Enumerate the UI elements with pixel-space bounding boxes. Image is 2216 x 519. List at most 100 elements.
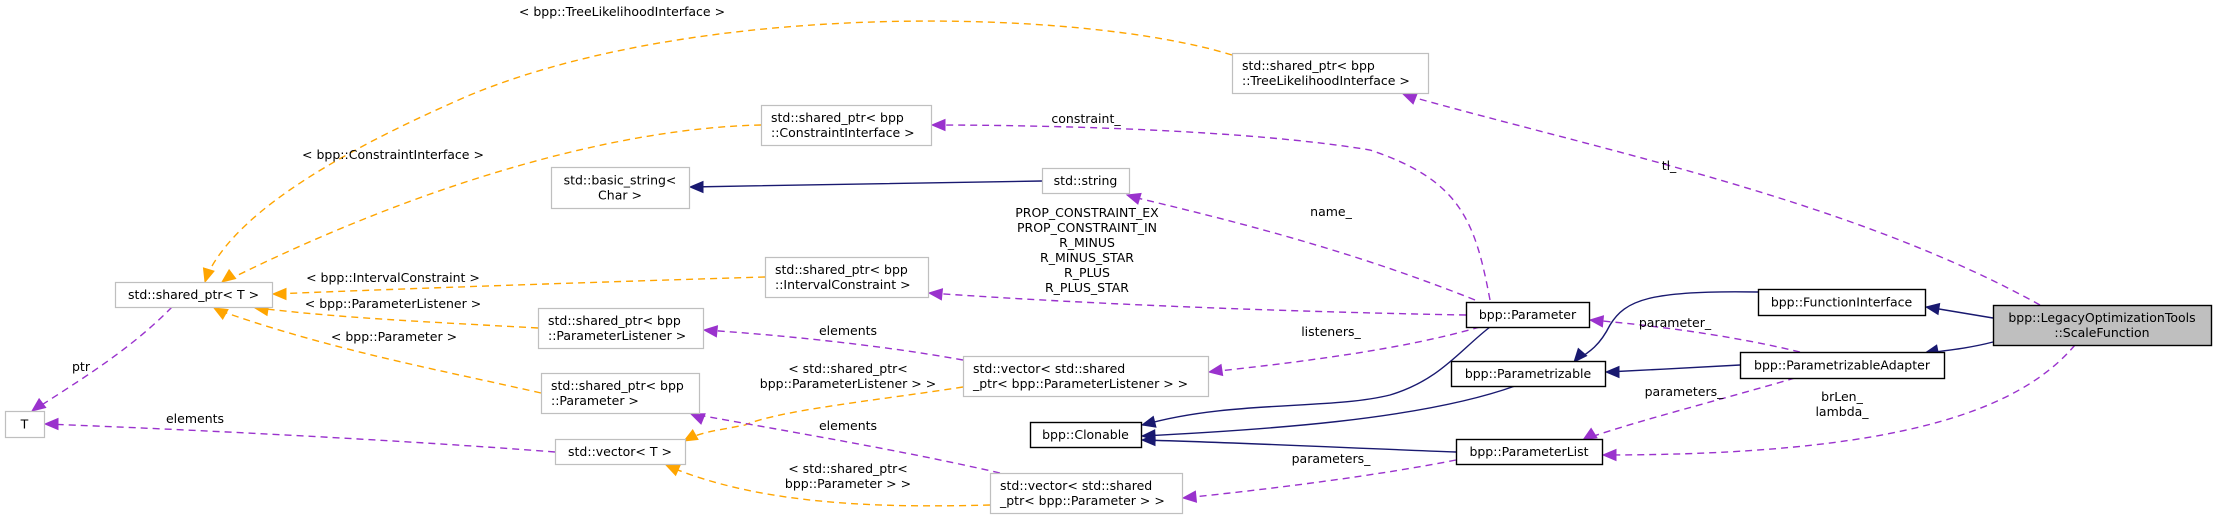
edge-line	[1142, 326, 1491, 426]
node-box	[1992, 304, 2213, 347]
edge-parametrizable-adapter-to-parametrizable	[1604, 364, 1741, 379]
edge-line	[273, 276, 766, 295]
arrowhead-icon	[1573, 347, 1588, 363]
edge-label: brLen_	[1821, 389, 1863, 404]
edge-label: < std::shared_ptr<	[788, 361, 908, 376]
node-sp-parameter-listener[interactable]: std::shared_ptr< bpp::ParameterListener …	[537, 307, 705, 350]
edge-scale-function-to-sp-tree-likelihood	[1401, 93, 2041, 306]
edge-line	[204, 20, 1233, 281]
node-label: Char >	[598, 188, 642, 203]
edge-line	[692, 413, 1001, 474]
arrowhead-icon	[1601, 448, 1617, 462]
node-vector-sp-parameter-listener[interactable]: std::vector< std::shared_ptr< bpp::Param…	[962, 355, 1210, 398]
edge-label: R_PLUS	[1064, 265, 1110, 280]
node-sp-tree-likelihood[interactable]: std::shared_ptr< bpp::TreeLikelihoodInte…	[1231, 52, 1430, 95]
node-box	[764, 256, 930, 299]
node-parameter[interactable]: bpp::Parameter	[1465, 301, 1591, 329]
edge-line	[257, 307, 539, 329]
edge-vector-sp-parameter-listener-to-sp-parameter-listener	[702, 325, 964, 361]
edge-label: < bpp::IntervalConstraint >	[306, 270, 480, 285]
edge-line	[690, 180, 1043, 188]
node-label: bpp::Clonable	[1042, 427, 1129, 442]
edge-label: constraint_	[1051, 111, 1121, 126]
arrowhead-icon	[271, 287, 287, 301]
edge-label: bpp::ParameterListener > >	[760, 376, 936, 391]
edges-layer	[30, 20, 2076, 507]
arrowhead-icon	[1604, 365, 1620, 379]
edge-vector-sp-parameter-listener-to-vector-t	[682, 386, 964, 442]
edge-label: parameters_	[1645, 384, 1725, 399]
edge-label: < bpp::Parameter >	[331, 329, 457, 344]
node-shared-ptr-t[interactable]: std::shared_ptr< T >	[114, 281, 274, 309]
edge-shared-ptr-t-to-t	[30, 306, 173, 412]
edge-label: parameter_	[1639, 315, 1712, 330]
edge-label: bpp::Parameter > >	[785, 476, 911, 491]
node-box	[550, 166, 691, 210]
node-basic-string[interactable]: std::basic_string<Char >	[550, 166, 691, 210]
node-function-interface[interactable]: bpp::FunctionInterface	[1757, 288, 1927, 317]
node-scale-function[interactable]: bpp::LegacyOptimizationTools::ScaleFunct…	[1992, 304, 2213, 347]
node-label: ::IntervalConstraint >	[775, 277, 911, 292]
edge-label: elements	[166, 411, 224, 426]
node-t[interactable]: T	[4, 410, 46, 439]
edge-sp-constraint-interface-to-shared-ptr-t	[220, 124, 762, 283]
edge-line	[1209, 326, 1481, 373]
node-label: ::ConstraintInterface >	[771, 125, 915, 140]
edge-line	[1603, 344, 2076, 456]
node-sp-parameter[interactable]: std::shared_ptr< bpp::Parameter >	[540, 372, 701, 415]
edge-label: PROP_CONSTRAINT_IN	[1017, 220, 1157, 235]
node-box	[1231, 52, 1430, 95]
node-label: T	[20, 417, 29, 432]
node-clonable[interactable]: bpp::Clonable	[1029, 421, 1143, 449]
arrowhead-icon	[212, 307, 229, 321]
edge-label: R_PLUS_STAR	[1045, 280, 1129, 295]
node-label: std::string	[1054, 173, 1118, 188]
node-parameter-list[interactable]: bpp::ParameterList	[1455, 438, 1604, 466]
node-label: std::shared_ptr< bpp	[1242, 58, 1375, 73]
node-box	[540, 372, 701, 415]
edge-line	[1183, 459, 1457, 499]
node-label: ::TreeLikelihoodInterface >	[1242, 73, 1410, 88]
node-box	[1029, 421, 1143, 449]
arrowhead-icon	[1140, 415, 1157, 428]
node-label: _ptr< bpp::Parameter > >	[999, 493, 1165, 508]
edge-line	[33, 306, 173, 411]
edge-label: parameters_	[1292, 451, 1372, 466]
edge-label: elements	[819, 323, 877, 338]
node-label: bpp::Parametrizable	[1465, 366, 1592, 381]
edge-line	[1590, 319, 1801, 353]
node-label: bpp::LegacyOptimizationTools	[2008, 310, 2195, 325]
node-label: _ptr< bpp::ParameterListener > >	[972, 376, 1188, 391]
node-parametrizable[interactable]: bpp::Parametrizable	[1450, 360, 1607, 388]
edge-line	[929, 292, 1467, 316]
edge-vector-sp-parameter-to-vector-t	[664, 464, 991, 507]
node-label: std::shared_ptr< T >	[128, 287, 259, 302]
node-vector-sp-parameter[interactable]: std::vector< std::shared_ptr< bpp::Param…	[989, 472, 1184, 515]
edge-line	[45, 423, 556, 453]
edge-parameter-to-vector-sp-parameter-listener	[1207, 326, 1481, 377]
arrowhead-icon	[688, 180, 704, 194]
node-box	[1041, 167, 1131, 195]
edge-label: listeners_	[1301, 324, 1361, 339]
edge-line	[1404, 94, 2041, 306]
arrowhead-icon	[1140, 433, 1156, 447]
arrowhead-icon	[689, 413, 706, 425]
node-std-string[interactable]: std::string	[1041, 167, 1131, 195]
edge-line	[1128, 195, 1476, 301]
node-sp-constraint-interface[interactable]: std::shared_ptr< bpp::ConstraintInterfac…	[760, 104, 933, 147]
edge-label: R_MINUS	[1059, 235, 1115, 250]
edge-sp-parameter-to-shared-ptr-t	[212, 307, 542, 394]
node-label: bpp::FunctionInterface	[1771, 295, 1913, 310]
arrowhead-icon	[30, 397, 47, 412]
edge-line	[214, 308, 542, 394]
arrowhead-icon	[43, 417, 59, 431]
node-box	[1455, 438, 1604, 466]
node-vector-t[interactable]: std::vector< T >	[554, 438, 687, 466]
edge-label: lambda_	[1815, 404, 1869, 419]
node-sp-interval-constraint[interactable]: std::shared_ptr< bpp::IntervalConstraint…	[764, 256, 930, 299]
edge-line	[227, 124, 762, 281]
edge-label: PROP_CONSTRAINT_EX	[1015, 205, 1159, 220]
node-box	[537, 307, 705, 350]
node-parametrizable-adapter[interactable]: bpp::ParametrizableAdapter	[1739, 351, 1946, 380]
